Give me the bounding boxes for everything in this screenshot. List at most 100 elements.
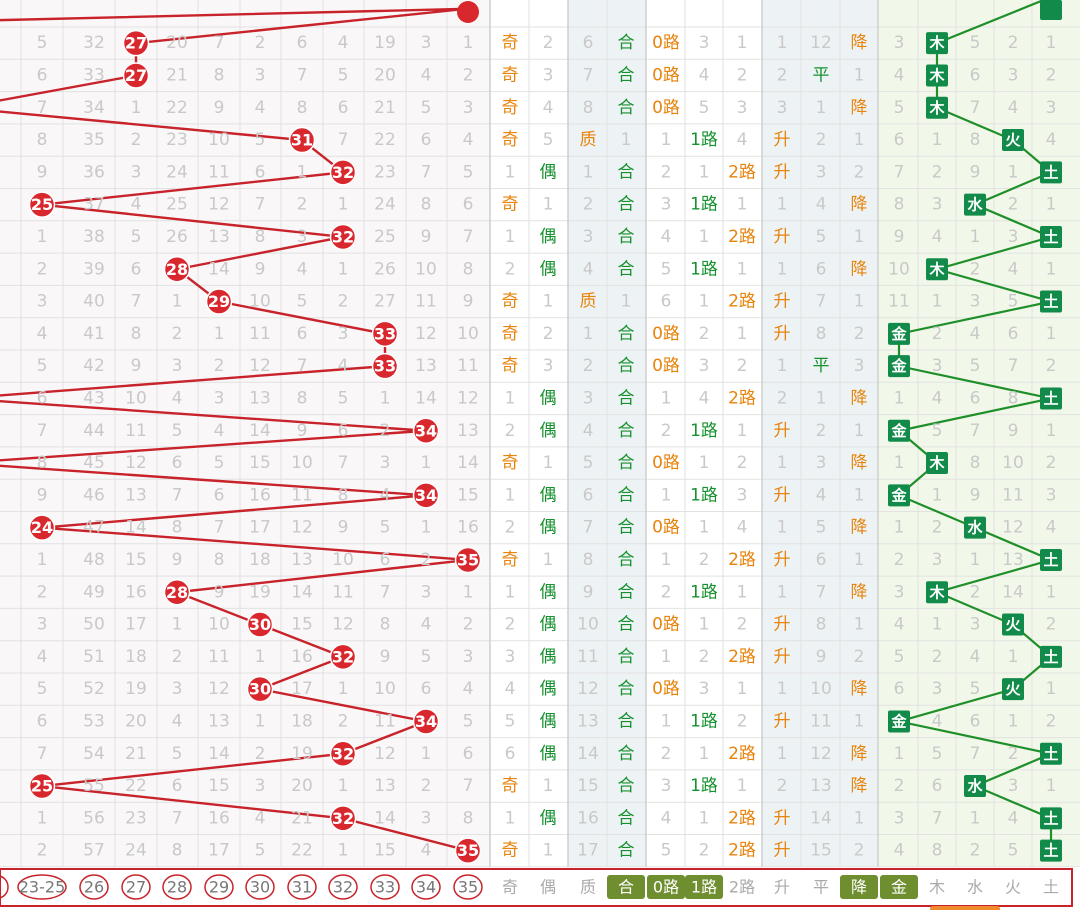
odd-cell: 奇 [502, 98, 519, 118]
prime-cell: 1 [583, 324, 594, 344]
miss-count: 9 [463, 292, 474, 312]
miss-count: 51 [83, 647, 105, 667]
route1-cell: 1 [699, 162, 710, 182]
miss-count: 3 [255, 776, 266, 796]
wuxing-badge [964, 193, 986, 216]
footer-ball-filter [204, 874, 234, 900]
miss-count: 4 [421, 65, 432, 85]
miss-count: 6 [421, 679, 432, 699]
miss-count: 3 [380, 453, 391, 473]
miss-count: 5 [380, 518, 391, 538]
footer-filter-label: 降 [851, 878, 867, 897]
miss-count: 5 [255, 841, 266, 861]
wuxing-miss-count: 3 [932, 356, 943, 376]
route2-cell: 4 [737, 518, 748, 538]
rise-cell: 升 [774, 130, 791, 150]
odd-cell: 奇 [502, 776, 519, 796]
miss-count: 8 [463, 808, 474, 828]
miss-count: 7 [463, 227, 474, 247]
miss-count: 20 [291, 776, 313, 796]
miss-count: 24 [166, 162, 188, 182]
ball-number: 30 [249, 680, 271, 699]
route1-cell: 1 [699, 518, 710, 538]
fall-cell: 1 [854, 292, 865, 312]
even-cell: 偶 [540, 711, 557, 731]
miss-count: 7 [421, 162, 432, 182]
miss-count: 47 [83, 518, 105, 538]
miss-count: 14 [208, 259, 230, 279]
miss-count: 43 [83, 388, 105, 408]
miss-count: 1 [463, 582, 474, 602]
miss-count: 7 [172, 485, 183, 505]
rise-cell: 升 [774, 227, 791, 247]
wuxing-miss-count: 4 [932, 711, 943, 731]
prime-cell: 9 [583, 582, 594, 602]
wuxing-miss-count: 6 [932, 776, 943, 796]
wuxing-miss-count: 9 [970, 162, 981, 182]
ball-trend-line [0, 7, 469, 852]
rise-cell: 1 [777, 356, 788, 376]
composite-cell: 合 [618, 195, 635, 215]
fall-cell: 3 [854, 356, 865, 376]
route2-cell: 2路 [728, 841, 756, 861]
miss-count: 4 [338, 33, 349, 53]
flat-cell: 3 [816, 453, 827, 473]
miss-count: 4 [214, 421, 225, 441]
route1-cell: 3 [699, 356, 710, 376]
miss-count: 6 [37, 65, 48, 85]
wuxing-miss-count: 4 [1046, 518, 1057, 538]
footer-ball-label: 30 [250, 878, 270, 897]
miss-count: 46 [83, 485, 105, 505]
footer-ball-label: 33 [375, 878, 395, 897]
miss-count: 4 [421, 841, 432, 861]
miss-count: 4 [463, 679, 474, 699]
rise-cell: 1 [777, 453, 788, 473]
miss-count: 5 [255, 130, 266, 150]
miss-count: 1 [463, 33, 474, 53]
miss-count: 1 [338, 195, 349, 215]
miss-count: 9 [421, 227, 432, 247]
wuxing-miss-count: 5 [1008, 292, 1019, 312]
footer-ball-filter [79, 874, 109, 900]
footer-filter-label: 金 [891, 878, 907, 897]
route1-cell: 1 [699, 744, 710, 764]
flat-cell: 平 [813, 356, 830, 376]
route0-cell: 2 [661, 421, 672, 441]
miss-count: 8 [37, 453, 48, 473]
miss-count: 11 [208, 647, 230, 667]
fall-cell: 1 [854, 615, 865, 635]
ball-number: 28 [166, 583, 188, 602]
miss-count: 53 [83, 711, 105, 731]
wuxing-miss-count: 3 [932, 195, 943, 215]
ball-marker [288, 126, 316, 154]
even-cell: 1 [543, 195, 554, 215]
miss-count: 2 [421, 776, 432, 796]
miss-count: 7 [37, 421, 48, 441]
wuxing-badge [888, 355, 910, 378]
wuxing-miss-count: 1 [932, 130, 943, 150]
even-cell: 1 [543, 453, 554, 473]
miss-count: 13 [415, 356, 437, 376]
footer-ball-filter [411, 874, 441, 900]
wuxing-miss-count: 5 [932, 744, 943, 764]
prime-cell: 5 [583, 453, 594, 473]
miss-count: 8 [214, 550, 225, 570]
wuxing-miss-count: 7 [970, 98, 981, 118]
footer-filter-label: 合 [618, 878, 634, 897]
miss-count: 15 [457, 485, 479, 505]
miss-count: 1 [37, 227, 48, 247]
miss-count: 16 [249, 485, 271, 505]
fall-cell: 1 [854, 711, 865, 731]
miss-count: 8 [380, 615, 391, 635]
miss-count: 1 [172, 292, 183, 312]
miss-count: 3 [172, 679, 183, 699]
miss-count: 18 [291, 711, 313, 731]
miss-count: 1 [338, 679, 349, 699]
fall-cell: 1 [854, 421, 865, 441]
miss-count: 5 [37, 356, 48, 376]
wuxing-badge [926, 452, 948, 475]
wuxing-badge [1040, 225, 1062, 248]
